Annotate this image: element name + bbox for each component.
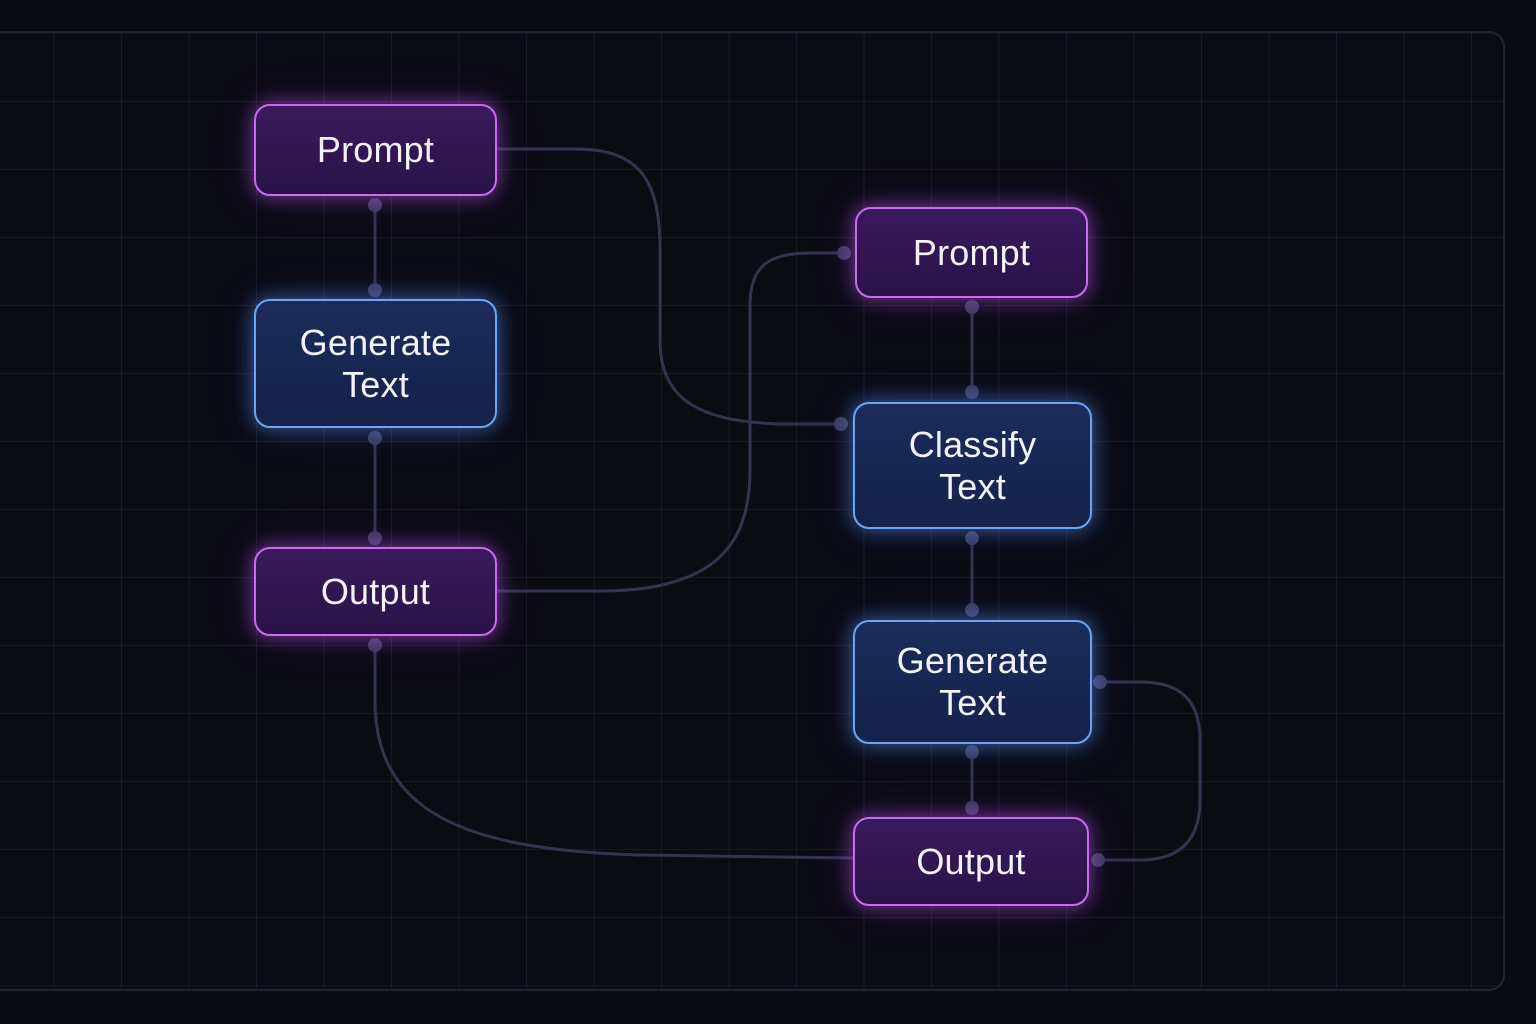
port-right-generate-bottom (965, 745, 979, 759)
port-right-generate-top (965, 603, 979, 617)
node-left-prompt[interactable]: Prompt (254, 104, 497, 196)
port-classify-left (834, 417, 848, 431)
node-right-generate-text[interactable]: Generate Text (853, 620, 1092, 744)
node-left-generate-label-1: Generate (299, 321, 452, 363)
edge-left-prompt-to-classify (496, 147, 843, 426)
port-left-prompt-bottom (368, 198, 382, 212)
node-right-prompt-label: Prompt (912, 231, 1031, 273)
node-right-output-label: Output (916, 840, 1026, 882)
edge-left-output-to-right-prompt (496, 251, 846, 593)
node-right-generate-label-1: Generate (896, 640, 1049, 681)
edge-left-output-to-right-output (373, 643, 854, 860)
node-right-classify-text[interactable]: Classify Text (853, 402, 1092, 529)
port-left-output-top (368, 531, 382, 545)
node-right-prompt[interactable]: Prompt (855, 207, 1088, 298)
node-left-output-label: Output (320, 570, 431, 612)
node-right-classify-label-1: Classify (908, 423, 1037, 465)
port-classify-bottom (965, 531, 979, 545)
node-left-prompt-label: Prompt (316, 129, 435, 170)
port-right-prompt-left (837, 246, 851, 260)
port-classify-top (965, 385, 979, 399)
node-right-output[interactable]: Output (853, 817, 1089, 906)
port-left-generate-bottom (368, 431, 382, 445)
workflow-canvas[interactable] (0, 31, 1505, 991)
port-right-prompt-bottom (965, 300, 979, 314)
node-left-output[interactable]: Output (254, 547, 497, 636)
port-right-output-top (965, 801, 979, 815)
node-right-generate-label-2: Text (939, 682, 1006, 723)
port-right-output-right (1091, 853, 1105, 867)
node-left-generate-text[interactable]: Generate Text (254, 299, 497, 428)
node-right-classify-label-2: Text (939, 465, 1006, 507)
port-left-generate-top (368, 283, 382, 297)
node-left-generate-label-2: Text (342, 363, 409, 405)
port-right-generate-right (1093, 675, 1107, 689)
edge-right-generate-to-right-output-loop (1096, 680, 1202, 862)
port-left-output-bottom (368, 638, 382, 652)
